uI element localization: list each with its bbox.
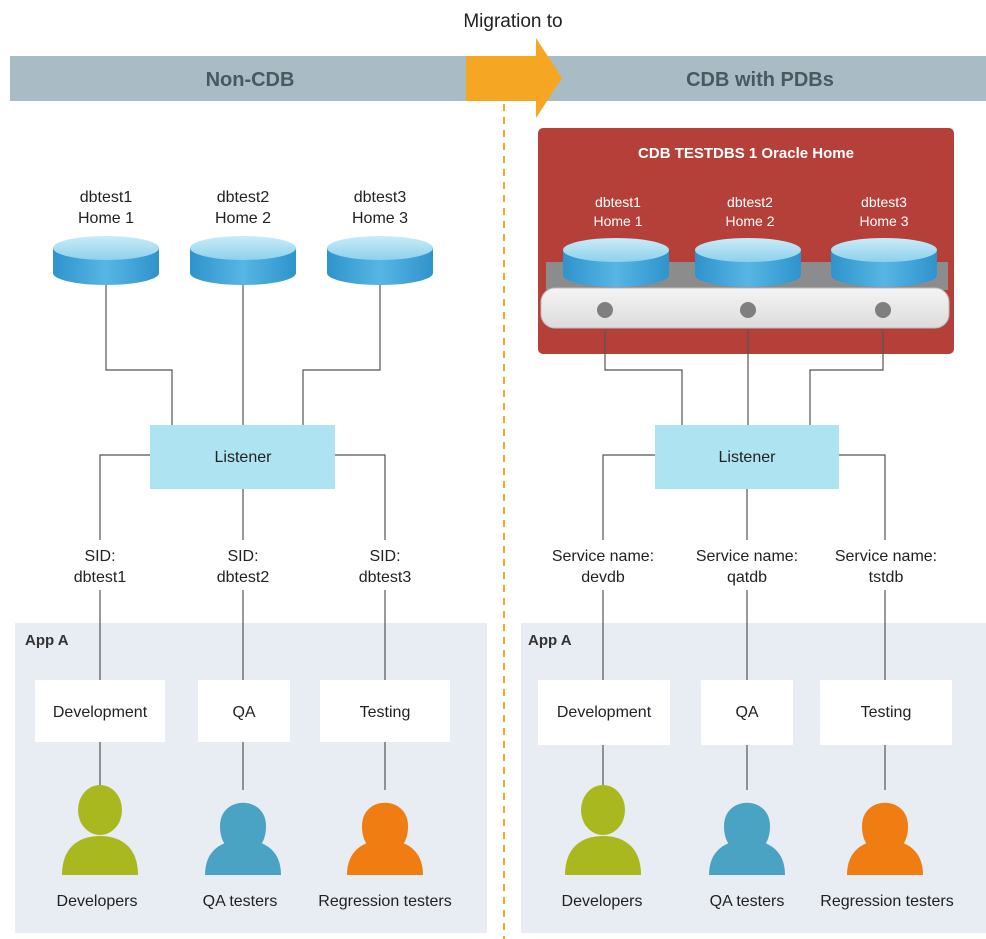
app-box-left-development (35, 680, 165, 742)
app-label-left-2: QA (232, 704, 255, 721)
db-name-left-2: dbtest2 (217, 189, 270, 206)
service-label-2-line2: qatdb (727, 569, 767, 586)
db-home-left-3: Home 3 (352, 210, 408, 227)
connector-lines (99, 285, 886, 790)
developer-person-icon (62, 785, 138, 875)
app-label-right-2: QA (735, 704, 758, 721)
listener-box-left (150, 425, 335, 489)
db-name-left-3: dbtest3 (354, 189, 407, 206)
user-label-right-1: Developers (562, 893, 643, 910)
user-label-right-2: QA testers (710, 893, 785, 910)
sid-label-3-line2: dbtest3 (359, 569, 412, 586)
pdb-plug-dot-1 (597, 302, 613, 318)
database-cylinder-left-2 (190, 236, 296, 285)
regression-tester-person-icon (847, 802, 923, 875)
developer-person-icon (565, 785, 641, 875)
pdb-plug-dot-3 (875, 302, 891, 318)
header-bar-left (10, 56, 468, 101)
service-label-3-line1: Service name: (835, 548, 937, 565)
sid-label-1-line1: SID: (84, 548, 115, 565)
db-name-right-3: dbtest3 (861, 194, 907, 210)
app-box-left-qa (198, 680, 290, 742)
app-label-left-3: Testing (360, 704, 411, 721)
header-bar-right (530, 56, 986, 101)
db-name-right-2: dbtest2 (727, 194, 773, 210)
app-box-right-development (538, 680, 670, 745)
pdb-plug-dot-2 (740, 302, 756, 318)
user-label-right-3: Regression testers (820, 893, 953, 910)
app-panel-right (521, 623, 986, 933)
database-cylinder-right-2 (695, 238, 801, 287)
app-panel-left (15, 623, 487, 933)
qa-tester-person-icon (709, 802, 785, 875)
qa-tester-person-icon (205, 802, 281, 875)
migration-label: Migration to (463, 11, 562, 32)
sid-label-2-line2: dbtest2 (217, 569, 270, 586)
connection-label-bg (62, 540, 947, 590)
db-name-right-1: dbtest1 (595, 194, 641, 210)
listener-box-right (655, 425, 839, 489)
user-label-left-2: QA testers (203, 893, 278, 910)
app-label-left: App A (25, 632, 69, 649)
app-box-right-testing (820, 680, 952, 745)
migration-arrow-icon (466, 38, 562, 118)
app-box-right-qa (701, 680, 793, 745)
service-label-2-line1: Service name: (696, 548, 798, 565)
non-cdb-header: Non-CDB (206, 69, 295, 91)
sid-label-1-line2: dbtest1 (74, 569, 127, 586)
app-box-left-testing (320, 680, 450, 742)
service-label-1-line2: devdb (581, 569, 625, 586)
database-cylinder-left-3 (327, 236, 433, 285)
sid-label-3-line1: SID: (369, 548, 400, 565)
db-home-right-2: Home 2 (725, 213, 774, 229)
app-label-left-1: Development (53, 704, 148, 721)
db-home-right-1: Home 1 (593, 213, 642, 229)
cdb-title: CDB TESTDBS 1 Oracle Home (638, 145, 854, 162)
user-label-left-1: Developers (57, 893, 138, 910)
app-label-right-1: Development (557, 704, 652, 721)
db-home-left-2: Home 2 (215, 210, 271, 227)
database-cylinder-right-3 (831, 238, 937, 287)
database-cylinder-left-1 (53, 236, 159, 285)
listener-label-right: Listener (719, 449, 777, 466)
sid-label-2-line1: SID: (227, 548, 258, 565)
regression-tester-person-icon (347, 802, 423, 875)
service-label-3-line2: tstdb (869, 569, 904, 586)
user-label-left-3: Regression testers (318, 893, 451, 910)
cdb-header: CDB with PDBs (686, 69, 834, 91)
db-home-right-3: Home 3 (859, 213, 908, 229)
app-label-right: App A (528, 632, 572, 649)
listener-label-left: Listener (215, 449, 273, 466)
service-label-1-line1: Service name: (552, 548, 654, 565)
app-label-right-3: Testing (861, 704, 912, 721)
db-name-left-1: dbtest1 (80, 189, 133, 206)
db-home-left-1: Home 1 (78, 210, 134, 227)
database-cylinder-right-1 (563, 238, 669, 287)
